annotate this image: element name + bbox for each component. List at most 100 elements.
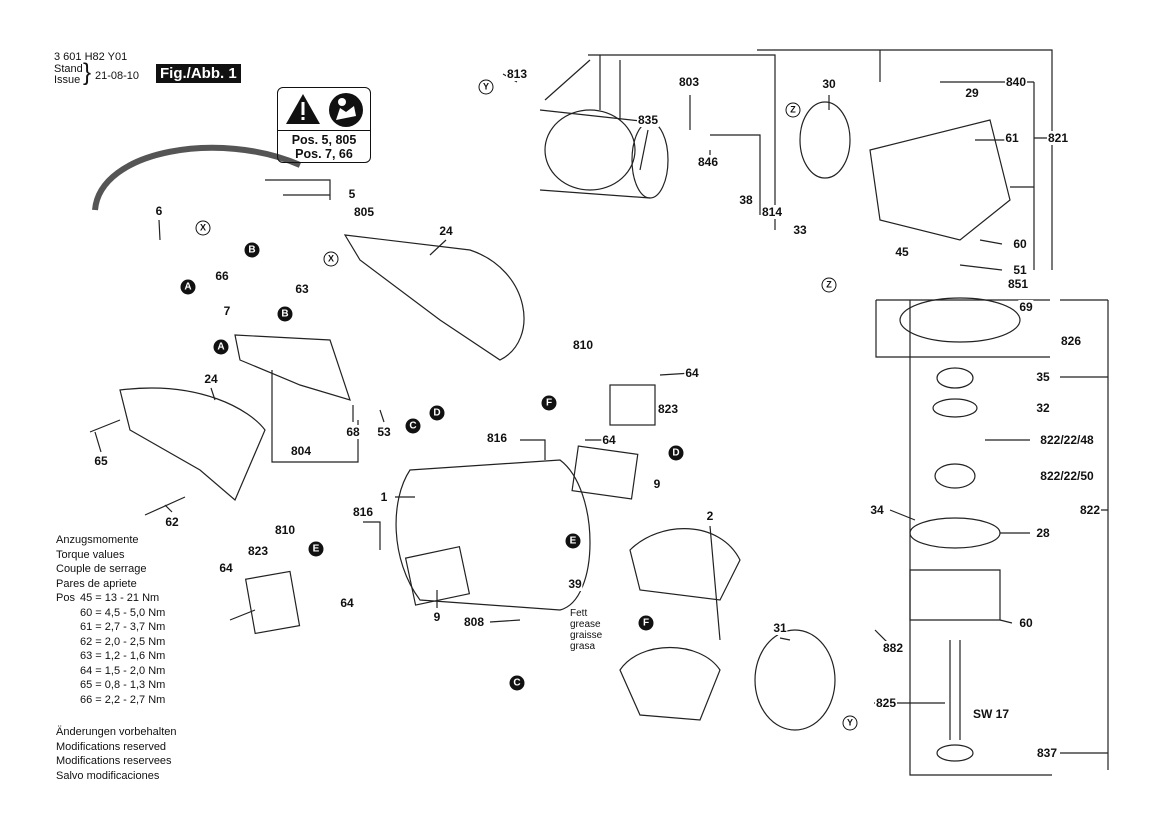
connection-marker-z: Z [821, 277, 837, 293]
warning-pos-1: Pos. 5, 805 [291, 133, 357, 147]
connection-marker-b: B [277, 306, 293, 322]
part-label-35: 35 [1035, 370, 1051, 384]
torque-value: 2,2 - 2,7 Nm [104, 693, 166, 706]
figure-label: Fig./Abb. 1 [156, 64, 241, 83]
part-label-33: 33 [792, 223, 808, 237]
torque-pos: 62 [80, 635, 93, 648]
part-label-822-22-48: 822/22/48 [1039, 433, 1095, 447]
torque-row: 45 = 13 - 21 Nm [80, 592, 160, 604]
grease-en: grease [570, 619, 601, 630]
part-label-64: 64 [339, 596, 355, 610]
torque-title-fr: Couple de serrage [56, 563, 147, 575]
part-label-60: 60 [1018, 616, 1034, 630]
connection-marker-e: E [308, 541, 324, 557]
part-label-sw-17: SW 17 [971, 707, 1011, 721]
part-label-835: 835 [636, 113, 660, 127]
part-label-65: 65 [93, 454, 109, 468]
part-label-823: 823 [656, 402, 680, 416]
part-label-34: 34 [869, 503, 885, 517]
torque-row: 65 = 0,8 - 1,3 Nm [80, 679, 166, 691]
part-label-53: 53 [376, 425, 392, 439]
part-label-32: 32 [1035, 401, 1051, 415]
brace: } [83, 59, 92, 86]
torque-value: 2,0 - 2,5 Nm [104, 635, 166, 648]
connection-marker-y: Y [478, 79, 494, 95]
torque-row: 61 = 2,7 - 3,7 Nm [80, 621, 166, 633]
part-label-821: 821 [1046, 131, 1070, 145]
issue-date: 21-08-10 [95, 70, 140, 82]
part-label-66: 66 [214, 269, 230, 283]
part-label-24: 24 [203, 372, 219, 386]
part-number: 3 601 H82 Y01 [54, 51, 128, 63]
torque-value: 0,8 - 1,3 Nm [104, 679, 166, 691]
torque-value: 1,2 - 1,6 Nm [104, 650, 166, 662]
connection-marker-c: C [509, 675, 525, 691]
part-label-840: 840 [1004, 75, 1028, 89]
connection-marker-z: Z [785, 102, 801, 118]
warning-triangle-icon [286, 94, 320, 124]
part-label-5: 5 [347, 187, 357, 201]
part-label-69: 69 [1018, 300, 1034, 314]
connection-marker-f: F [541, 395, 557, 411]
torque-pos: 65 [80, 679, 93, 691]
torque-row: 60 = 4,5 - 5,0 Nm [80, 606, 166, 619]
grease-note: Fett grease graisse grasa [570, 608, 602, 652]
part-label-816: 816 [351, 505, 375, 519]
footer-es: Salvo modificaciones [56, 769, 160, 782]
part-label-29: 29 [964, 86, 980, 100]
connection-marker-d: D [429, 405, 445, 421]
pos-label: Pos [56, 592, 75, 604]
torque-pos: 45 [80, 592, 93, 604]
stand-issue-labels: Stand Issue [54, 64, 83, 86]
torque-title-de: Anzugsmomente [56, 534, 139, 546]
connection-marker-y: Y [842, 715, 858, 731]
part-label-808: 808 [462, 615, 486, 629]
part-label-822-22-50: 822/22/50 [1039, 469, 1095, 483]
grease-es: grasa [570, 641, 596, 652]
torque-row: 62 = 2,0 - 2,5 Nm [80, 635, 166, 648]
connection-marker-f: F [638, 615, 654, 631]
part-label-814: 814 [760, 205, 784, 219]
read-manual-icon [329, 93, 363, 127]
part-label-30: 30 [821, 77, 837, 91]
part-label-62: 62 [164, 515, 180, 529]
connection-marker-b: B [244, 242, 260, 258]
torque-row: 63 = 1,2 - 1,6 Nm [80, 650, 166, 662]
part-label-64: 64 [601, 433, 617, 447]
issue-label: Issue [54, 74, 81, 86]
part-label-803: 803 [677, 75, 701, 89]
part-label-60: 60 [1012, 237, 1028, 251]
grease-fr: graisse [570, 630, 603, 641]
part-label-9: 9 [432, 610, 442, 624]
part-label-837: 837 [1035, 746, 1059, 760]
torque-title-en: Torque values [56, 548, 125, 561]
part-label-805: 805 [352, 205, 376, 219]
torque-table: Anzugsmomente Torque values Couple de se… [56, 533, 165, 707]
connection-marker-e: E [565, 533, 581, 549]
torque-value: 1,5 - 2,0 Nm [104, 664, 166, 677]
part-label-882: 882 [881, 641, 905, 655]
grease-de: Fett [570, 608, 588, 619]
part-label-810: 810 [571, 338, 595, 352]
part-label-24: 24 [438, 224, 454, 238]
connection-marker-c: C [405, 418, 421, 434]
part-label-826: 826 [1059, 334, 1083, 348]
part-label-804: 804 [289, 444, 313, 458]
part-label-28: 28 [1035, 526, 1051, 540]
part-label-45: 45 [894, 245, 910, 259]
part-label-51: 51 [1012, 263, 1028, 277]
part-label-851: 851 [1006, 277, 1030, 291]
footer-de: Änderungen vorbehalten [56, 726, 177, 738]
stand-label: Stand [54, 63, 83, 75]
part-label-813: 813 [505, 67, 529, 81]
part-label-816: 816 [485, 431, 509, 445]
connection-marker-a: A [213, 339, 229, 355]
part-label-38: 38 [738, 193, 754, 207]
part-label-846: 846 [696, 155, 720, 169]
part-label-31: 31 [772, 621, 788, 635]
part-label-63: 63 [294, 282, 310, 296]
part-label-64: 64 [218, 561, 234, 575]
torque-pos: 60 [80, 606, 93, 619]
torque-pos: 61 [80, 621, 93, 633]
